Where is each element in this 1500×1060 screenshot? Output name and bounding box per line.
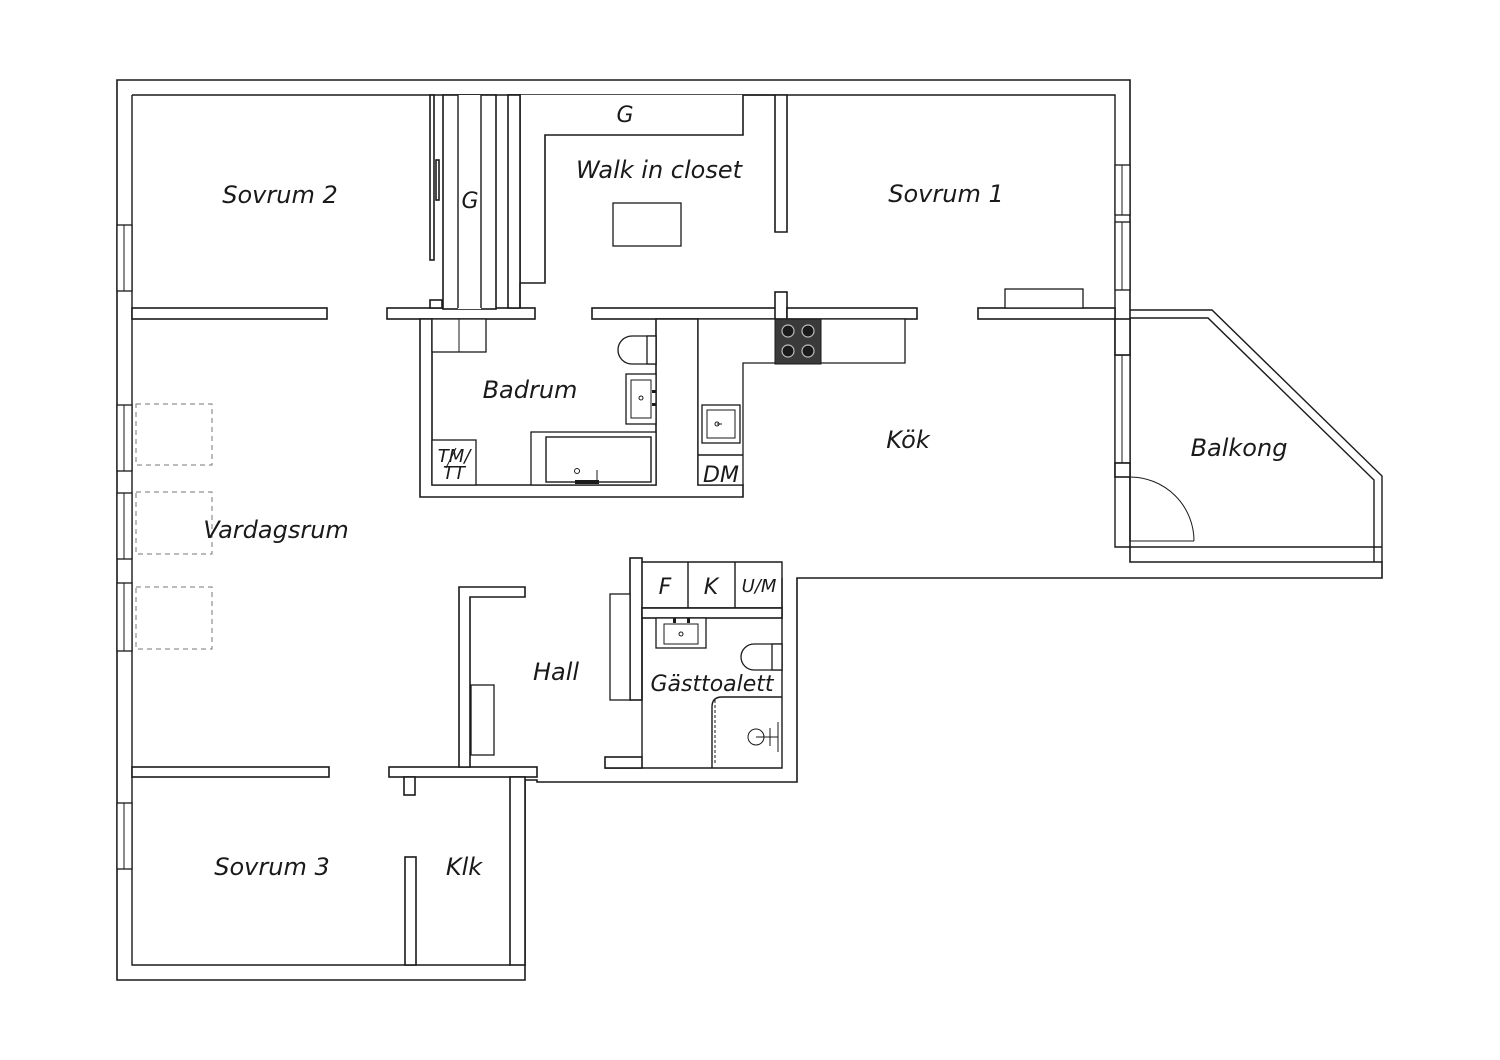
bathtub bbox=[530, 431, 657, 486]
label-f: F bbox=[659, 575, 672, 600]
label-sovrum-3: Sovrum 3 bbox=[214, 853, 329, 881]
label-walk-in-closet: Walk in closet bbox=[576, 156, 744, 184]
shower-enclosure bbox=[711, 696, 782, 768]
label-closet-g: G bbox=[616, 103, 633, 128]
label-balkong: Balkong bbox=[1191, 434, 1288, 462]
label-k: K bbox=[704, 575, 720, 600]
balcony bbox=[1129, 309, 1383, 562]
radiator bbox=[1004, 288, 1084, 309]
stove bbox=[774, 318, 822, 365]
label-tm: TM/ bbox=[438, 446, 473, 467]
label-gasttoalett: Gästtoalett bbox=[650, 672, 774, 697]
label-kok: Kök bbox=[886, 426, 931, 454]
closet-island bbox=[612, 202, 682, 247]
room-labels: Sovrum 2 G G Walk in closet Sovrum 1 Bad… bbox=[203, 103, 1287, 881]
label-hall: Hall bbox=[533, 658, 579, 686]
label-badrum: Badrum bbox=[483, 376, 578, 404]
label-dm: DM bbox=[703, 463, 739, 488]
label-tt: TT bbox=[443, 463, 467, 484]
washer-dryer bbox=[431, 439, 477, 486]
interior-walls bbox=[131, 94, 1131, 966]
label-sovrum-2: Sovrum 2 bbox=[222, 181, 337, 209]
label-vardagsrum: Vardagsrum bbox=[203, 516, 349, 544]
fixtures bbox=[135, 202, 1084, 768]
label-wardrobe-g: G bbox=[461, 189, 478, 214]
label-sovrum-1: Sovrum 1 bbox=[888, 180, 1003, 208]
windows bbox=[116, 164, 1131, 870]
label-um: U/M bbox=[742, 576, 777, 597]
label-klk: Klk bbox=[446, 853, 483, 881]
